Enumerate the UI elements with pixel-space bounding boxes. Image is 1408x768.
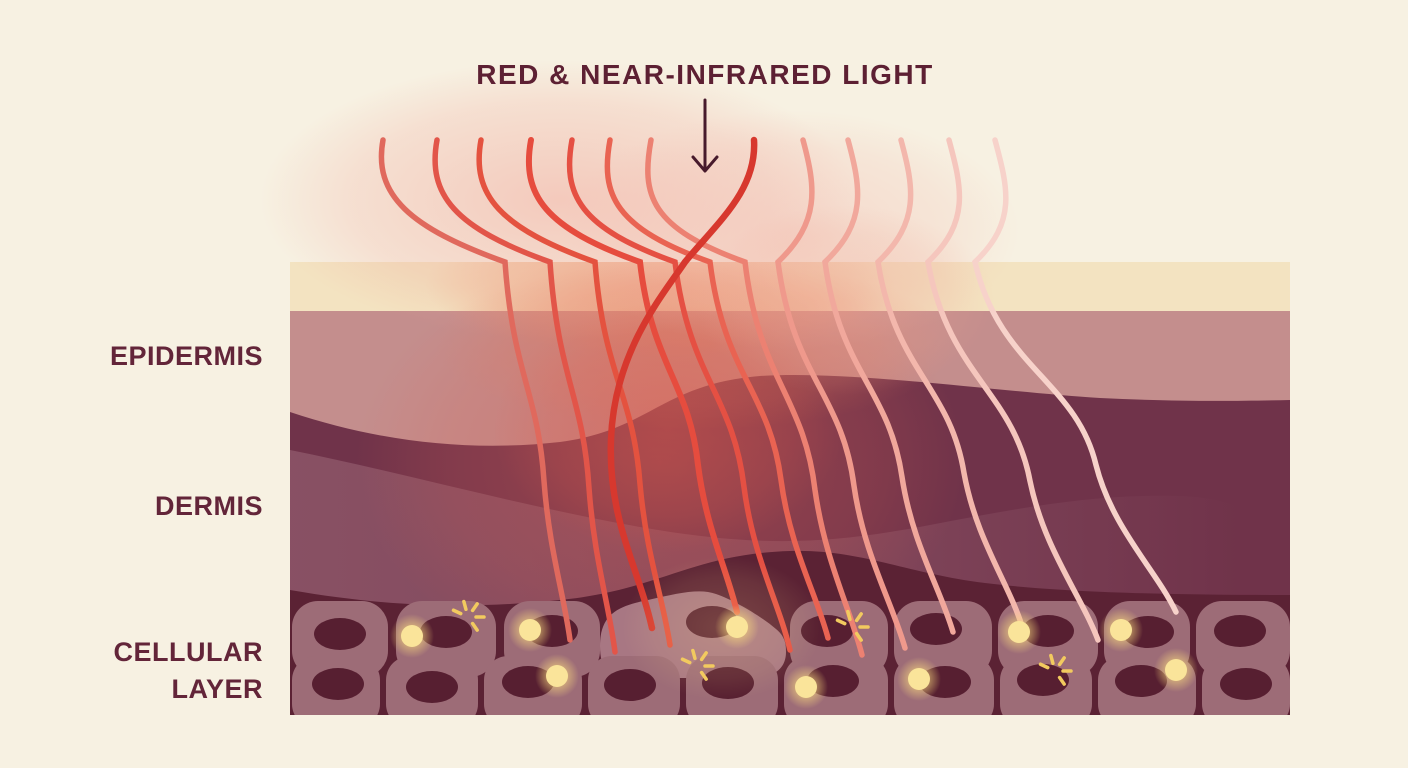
energy-dot xyxy=(519,619,541,641)
light-ray xyxy=(476,137,673,648)
label-epidermis: EPIDERMIS xyxy=(110,341,263,371)
label-dermis: DERMIS xyxy=(155,491,263,521)
energy-dot xyxy=(908,668,930,690)
light-ray xyxy=(607,136,758,632)
cell-nucleus xyxy=(406,671,458,703)
down-arrow-icon xyxy=(691,98,719,173)
light-ray xyxy=(604,137,831,641)
light-ray xyxy=(971,137,1179,615)
sparkle-icon xyxy=(835,609,870,642)
sparkle-icon xyxy=(1038,653,1073,686)
energy-dot xyxy=(1165,659,1187,681)
diagram-title: RED & NEAR-INFRARED LIGHT xyxy=(476,59,934,90)
light-ray xyxy=(775,137,908,651)
cell-nucleus xyxy=(1220,668,1272,700)
light-ray xyxy=(925,137,1101,643)
light-ray xyxy=(525,137,740,615)
light-ray xyxy=(378,137,573,643)
label-cellular-line2: LAYER xyxy=(171,674,263,704)
cell-effects xyxy=(390,556,1198,709)
label-cellular-line1: CELLULAR xyxy=(114,637,263,667)
energy-dot xyxy=(1110,619,1132,641)
energy-dot xyxy=(726,616,748,638)
light-haze xyxy=(695,205,995,395)
energy-dot xyxy=(1008,621,1030,643)
cell-nucleus xyxy=(1115,665,1167,697)
light-annotation: RED & NEAR-INFRARED LIGHT xyxy=(476,59,934,173)
layer-labels: EPIDERMIS DERMIS CELLULAR LAYER xyxy=(110,341,263,704)
energy-dot xyxy=(401,625,423,647)
cell-nucleus xyxy=(312,668,364,700)
sparkle-icon xyxy=(451,599,486,632)
cell-nucleus xyxy=(1214,615,1266,647)
energy-dot xyxy=(795,676,817,698)
energy-dot xyxy=(546,665,568,687)
cell-nucleus xyxy=(604,669,656,701)
light-ray xyxy=(645,137,865,658)
cell-nucleus xyxy=(1017,664,1069,696)
light-ray xyxy=(432,137,618,655)
light-ray xyxy=(822,137,956,635)
cell-nucleus xyxy=(314,618,366,650)
light-ray xyxy=(875,137,1025,629)
sparkle-icon xyxy=(680,648,715,681)
